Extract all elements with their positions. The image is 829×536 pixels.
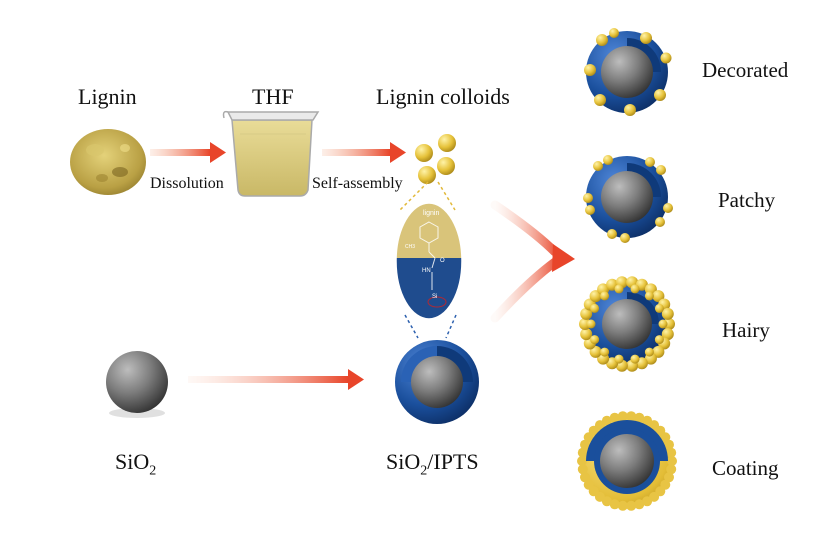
inset-atom-ch3: CH3: [405, 244, 415, 250]
sio2-sphere-icon: [106, 351, 168, 418]
lignin-bead: [617, 500, 628, 511]
lignin-bead: [583, 479, 594, 490]
molecular-inset: lignin O HN Si CH3: [395, 202, 463, 320]
lignin-bead: [614, 354, 624, 364]
lignin-bead: [600, 347, 610, 357]
inset-top-label: lignin: [423, 210, 439, 217]
lignin-bead: [589, 345, 602, 358]
lignin-colloids-label: Lignin colloids: [376, 84, 510, 109]
lignin-bead: [586, 319, 596, 329]
patchy-particle-icon: [583, 155, 673, 243]
lignin-bead: [661, 307, 674, 320]
lignin-bead: [630, 284, 640, 294]
lignin-bead: [667, 456, 677, 466]
lignin-powder-icon: [70, 129, 146, 195]
sio2-ipts-sphere-icon: [395, 340, 479, 424]
lignin-bead: [644, 347, 654, 357]
decorated-particle-icon: [584, 28, 672, 116]
dissolution-label: Dissolution: [150, 175, 224, 192]
self-assembly-label: Self-assembly: [312, 175, 403, 192]
inset-atom-o: O: [440, 258, 445, 264]
thf-beaker-icon: [222, 110, 320, 197]
lignin-bead: [580, 328, 593, 341]
morphology-patchy-label: Patchy: [718, 188, 776, 212]
lignin-bead: [654, 303, 664, 313]
lignin-bead: [666, 464, 677, 475]
zoom-connector-lines-lower: [404, 314, 457, 339]
lignin-bead: [580, 472, 590, 483]
lignin-bead: [634, 499, 645, 510]
functionalization-arrow: [188, 369, 364, 390]
lignin-bead: [580, 439, 590, 450]
lignin-bead: [660, 432, 671, 443]
lignin-bead: [642, 496, 653, 507]
lignin-bead: [661, 328, 674, 341]
dissolution-arrow: [150, 142, 226, 163]
lignin-bead: [652, 290, 665, 303]
lignin-bead: [577, 456, 587, 466]
lignin-bead: [600, 291, 610, 301]
lignin-bead: [609, 499, 620, 510]
lignin-colloid-particles: [415, 134, 456, 184]
lignin-bead: [626, 411, 637, 422]
self-assembly-arrow: [322, 142, 406, 163]
lignin-bead: [630, 354, 640, 364]
lignin-bead: [644, 291, 654, 301]
lignin-bead: [666, 447, 677, 458]
morphology-decorated-label: Decorated: [702, 58, 789, 82]
lignin-bead: [617, 411, 628, 422]
coating-particle-icon: [577, 411, 677, 511]
zoom-connector-lines: [399, 181, 456, 211]
inset-atom-hn: HN: [422, 268, 431, 274]
inset-atom-si: Si: [432, 294, 437, 300]
lignin-bead: [664, 439, 674, 450]
lignin-label: Lignin: [78, 84, 137, 109]
lignin-bead: [658, 319, 668, 329]
sio2-ipts-label: SiO2/IPTS: [386, 449, 479, 479]
lignin-bead: [654, 335, 664, 345]
branching-arrows: [490, 200, 575, 323]
lignin-bead: [614, 284, 624, 294]
lignin-bead: [601, 415, 612, 426]
sio2-label: SiO2: [115, 449, 157, 479]
lignin-bead: [626, 500, 637, 511]
lignin-bead: [577, 464, 588, 475]
morphology-coating-label: Coating: [712, 456, 779, 480]
lignin-bead: [634, 412, 645, 423]
thf-label: THF: [252, 84, 294, 109]
morphology-hairy-label: Hairy: [722, 318, 770, 342]
lignin-bead: [664, 472, 674, 483]
lignin-bead: [590, 335, 600, 345]
lignin-bead: [580, 307, 593, 320]
lignin-bead: [577, 447, 588, 458]
lignin-bead: [609, 412, 620, 423]
hairy-particle-icon: [579, 276, 675, 372]
lignin-bead: [590, 303, 600, 313]
